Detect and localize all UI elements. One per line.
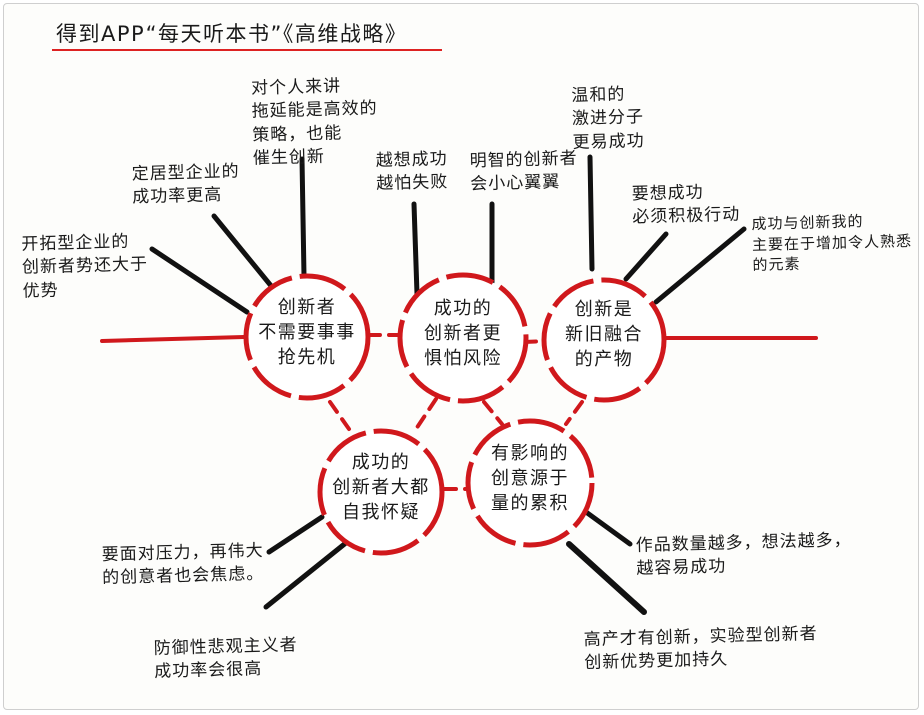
connector-a8 <box>653 226 747 305</box>
annotation-a8: 成功与创新我的 主要在于增加令人熟悉 的元素 <box>751 212 913 275</box>
link-n2-n5 <box>482 400 504 426</box>
diagram-canvas <box>100 154 818 615</box>
connector-a11 <box>583 509 633 547</box>
annotation-a5: 明智的创新者 会小心翼翼 <box>469 148 578 195</box>
connector-a1 <box>299 156 307 279</box>
connector-a4 <box>411 201 420 297</box>
connector-a12 <box>566 541 647 615</box>
node-circle-n5 <box>465 418 595 548</box>
link-n3-n5 <box>564 400 584 426</box>
connector-a7 <box>623 231 669 282</box>
connector-a9 <box>266 514 325 555</box>
annotation-a2: 定居型企业的 成功率更高 <box>131 161 240 208</box>
annotation-a1: 对个人来讲 拖延能是高效的 策略，也能 催生创新 <box>250 76 378 169</box>
node-n1: 创新者 不需要事事 抢先机 <box>258 297 356 368</box>
annotation-a11: 作品数量越多，想法越多， 越容易成功 <box>635 530 852 580</box>
node-circle-n4 <box>317 428 445 556</box>
link-n1-n4 <box>328 400 351 431</box>
connector-a10 <box>263 539 350 610</box>
page-title: 得到APP“每天听本书”《高维战略》 <box>56 22 408 46</box>
node-circle-n1 <box>243 273 371 401</box>
mindmap-frame: 得到APP“每天听本书”《高维战略》 <box>3 3 919 710</box>
title-underline <box>52 49 442 51</box>
connector-a2 <box>211 213 275 290</box>
link-n2-n4 <box>412 397 438 434</box>
node-circle-n3 <box>541 277 667 403</box>
node-n3: 创新是 新旧融合 的产物 <box>565 299 643 370</box>
axis-left-arm <box>100 335 246 343</box>
annotation-a7: 要想成功 必须积极行动 <box>631 182 741 228</box>
annotation-a6: 温和的 激进分子 更易成功 <box>571 84 645 153</box>
annotation-a10: 防御性悲观主义者 成功率会很高 <box>153 635 298 683</box>
annotation-a9: 要面对压力，再伟大 的创意者也会焦虑。 <box>101 540 265 589</box>
annotation-a4: 越想成功 越怕失败 <box>375 149 449 195</box>
annotation-a12: 高产才有创新，实验型创新者 创新优势更加持久 <box>583 623 818 674</box>
node-n5: 有影响的 创意源于 量的累积 <box>491 443 569 514</box>
node-circle-n2 <box>397 272 529 404</box>
node-n4: 成功的 创新者大都 自我怀疑 <box>332 452 430 523</box>
connector-a3 <box>149 246 250 315</box>
node-n2: 成功的 创新者更 惧怕风险 <box>424 298 502 369</box>
annotation-a3: 开拓型企业的 创新者势还大于 优势 <box>21 231 149 302</box>
connector-a6 <box>587 154 595 272</box>
